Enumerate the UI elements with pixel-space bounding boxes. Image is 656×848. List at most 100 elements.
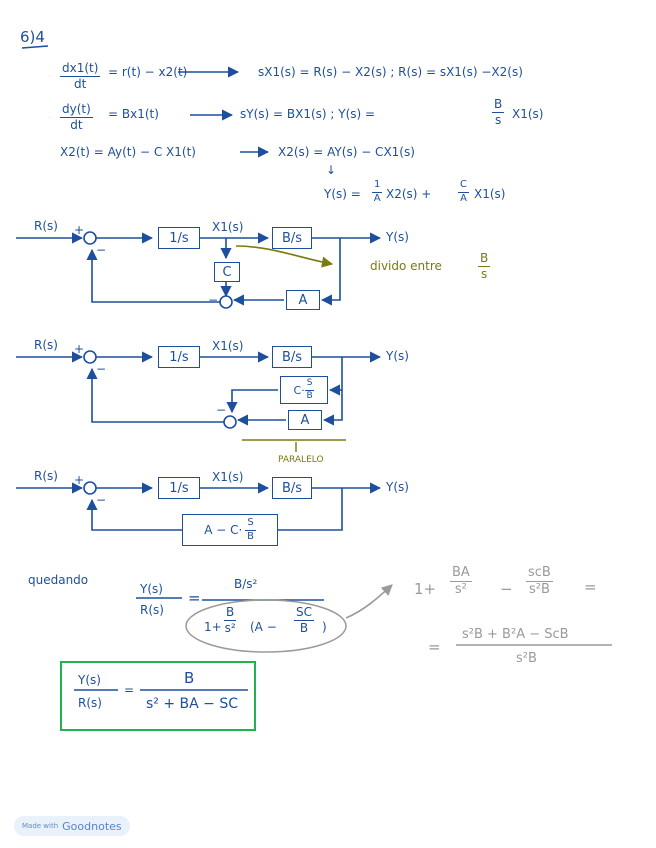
eq3-f2-num: C xyxy=(460,179,467,190)
result-label: quedando xyxy=(28,573,89,587)
d1-plus: + xyxy=(74,223,85,237)
eq3-f1-num: 1 xyxy=(374,179,381,190)
side-f2-num: scB xyxy=(528,565,551,580)
d1-annotation: divido entre xyxy=(370,259,442,273)
d1-a-block: A xyxy=(286,290,320,310)
d3-output-label: Y(s) xyxy=(386,480,409,494)
final-lhs-num: Y(s) xyxy=(78,673,101,687)
d2-x1-label: X1(s) xyxy=(212,339,244,353)
gray-arrow xyxy=(345,584,393,619)
eq2-lhs-den: dt xyxy=(70,117,83,132)
eq2-frac-num: B xyxy=(494,97,503,111)
result-den-paren: (A − xyxy=(250,620,277,634)
d3-fb-num: S xyxy=(247,517,254,528)
eq2-rhs: = Bx1(t) xyxy=(108,107,159,121)
eq2-frac: B s xyxy=(492,97,505,127)
final-rhs-den: s² + BA − SC xyxy=(146,696,239,712)
d2-b-block: B/s xyxy=(272,346,312,368)
d1-c-block: C xyxy=(214,262,240,282)
side-minus: − xyxy=(500,580,513,598)
goodnotes-brand: Goodnotes xyxy=(62,819,122,833)
d1-integrator-block: 1/s xyxy=(158,227,200,249)
d2-plus: + xyxy=(74,342,85,356)
d3-x1-label: X1(s) xyxy=(212,470,244,484)
eq3-laplace: X2(s) = AY(s) − CX1(s) xyxy=(278,145,415,159)
result-eq: = xyxy=(188,589,201,607)
eq3-f2-den: A xyxy=(460,192,467,204)
d2-annotation: PARALELO xyxy=(278,455,324,465)
result-den-g: SC B xyxy=(294,606,314,634)
d2-a-block: A xyxy=(288,410,322,430)
d3-integrator-block: 1/s xyxy=(158,477,200,499)
d2-sum2-minus: − xyxy=(216,403,227,417)
eq3-down-arrow: ↓ xyxy=(326,163,337,177)
d2-c-block: C· S B xyxy=(280,376,328,404)
goodnotes-small: Made with xyxy=(22,822,59,830)
result-lhs-num: Y(s) xyxy=(140,582,163,596)
d1-sum2-minus: − xyxy=(208,293,219,307)
side-f1: BA s² xyxy=(450,566,472,596)
d1-b-block: B/s xyxy=(272,227,312,249)
side-line2-den: s²B xyxy=(516,651,537,666)
d2-minus: − xyxy=(96,362,107,376)
side-eq1: = xyxy=(584,578,597,596)
eq2-laplace: sY(s) = BX1(s) ; Y(s) = xyxy=(240,107,376,121)
side-line1-prefix: 1+ xyxy=(414,580,437,598)
d1-output-label: Y(s) xyxy=(386,230,409,244)
d3-feedback-block: A − C· S B xyxy=(182,514,278,546)
eq3-f1: 1 A xyxy=(372,179,383,204)
denominator-oval xyxy=(185,599,347,653)
problem-label: 6)4 xyxy=(20,28,45,46)
eq1-rhs: = r(t) − x2(t) xyxy=(108,65,188,79)
side-f1-den: s² xyxy=(454,581,467,597)
d3-minus: − xyxy=(96,493,107,507)
d1-x1-label: X1(s) xyxy=(212,220,244,234)
result-den-close: ) xyxy=(322,620,327,634)
eq3-tail: X1(s) xyxy=(474,187,506,201)
eq2-tail: X1(s) xyxy=(512,107,544,121)
side-f2-den: s²B xyxy=(528,581,550,597)
goodnotes-badge[interactable]: Made with Goodnotes xyxy=(14,816,130,836)
result-lhs-den: R(s) xyxy=(140,603,164,617)
eq1-lhs-num: dx1(t) xyxy=(62,61,99,75)
d3-fb-den: B xyxy=(247,530,254,542)
result-den-f: B s² xyxy=(224,605,237,635)
eq3-solved-prefix: Y(s) = xyxy=(324,187,361,201)
result-rhs-num: B/s² xyxy=(234,577,258,591)
d1-olive-arrow xyxy=(235,245,334,268)
d1-sum2 xyxy=(219,295,233,309)
result-den-f-num: B xyxy=(226,605,235,619)
eq1-laplace: sX1(s) = R(s) − X2(s) ; R(s) = sX1(s) −X… xyxy=(258,65,523,79)
final-eq: = xyxy=(124,683,135,697)
d3-b-block: B/s xyxy=(272,477,312,499)
final-result-box xyxy=(60,661,256,731)
d1-sum1 xyxy=(83,231,97,245)
d2-c-den: B xyxy=(306,390,313,401)
eq3-mid: X2(s) + xyxy=(386,187,432,201)
eq2-lhs-fraction: dy(t) dt xyxy=(60,103,93,131)
d2-sum1 xyxy=(83,350,97,364)
result-den-f-den: s² xyxy=(224,620,236,635)
d2-input-label: R(s) xyxy=(34,338,58,352)
side-f2: scB s²B xyxy=(526,566,553,596)
eq2-frac-den: s xyxy=(494,112,502,127)
side-line2-num: s²B + B²A − ScB xyxy=(462,627,569,642)
label-underline xyxy=(21,45,49,49)
d3-sum1 xyxy=(83,481,97,495)
result-den-g-den: B xyxy=(299,620,309,635)
d2-integrator-block: 1/s xyxy=(158,346,200,368)
final-rhs-num: B xyxy=(184,669,195,687)
final-lhs-den: R(s) xyxy=(78,696,102,710)
d2-sum2 xyxy=(223,415,237,429)
d1-annotation-den: s xyxy=(480,266,488,281)
result-den-prefix: 1+ xyxy=(204,620,222,634)
d1-minus: − xyxy=(96,243,107,257)
d3-plus: + xyxy=(74,473,85,487)
d1-annotation-frac: B s xyxy=(478,252,491,281)
eq3-lhs: X2(t) = Ay(t) − C X1(t) xyxy=(60,145,196,159)
d2-output-label: Y(s) xyxy=(386,349,409,363)
eq3-f1-den: A xyxy=(373,192,381,204)
eq2-lhs-num: dy(t) xyxy=(62,102,91,116)
